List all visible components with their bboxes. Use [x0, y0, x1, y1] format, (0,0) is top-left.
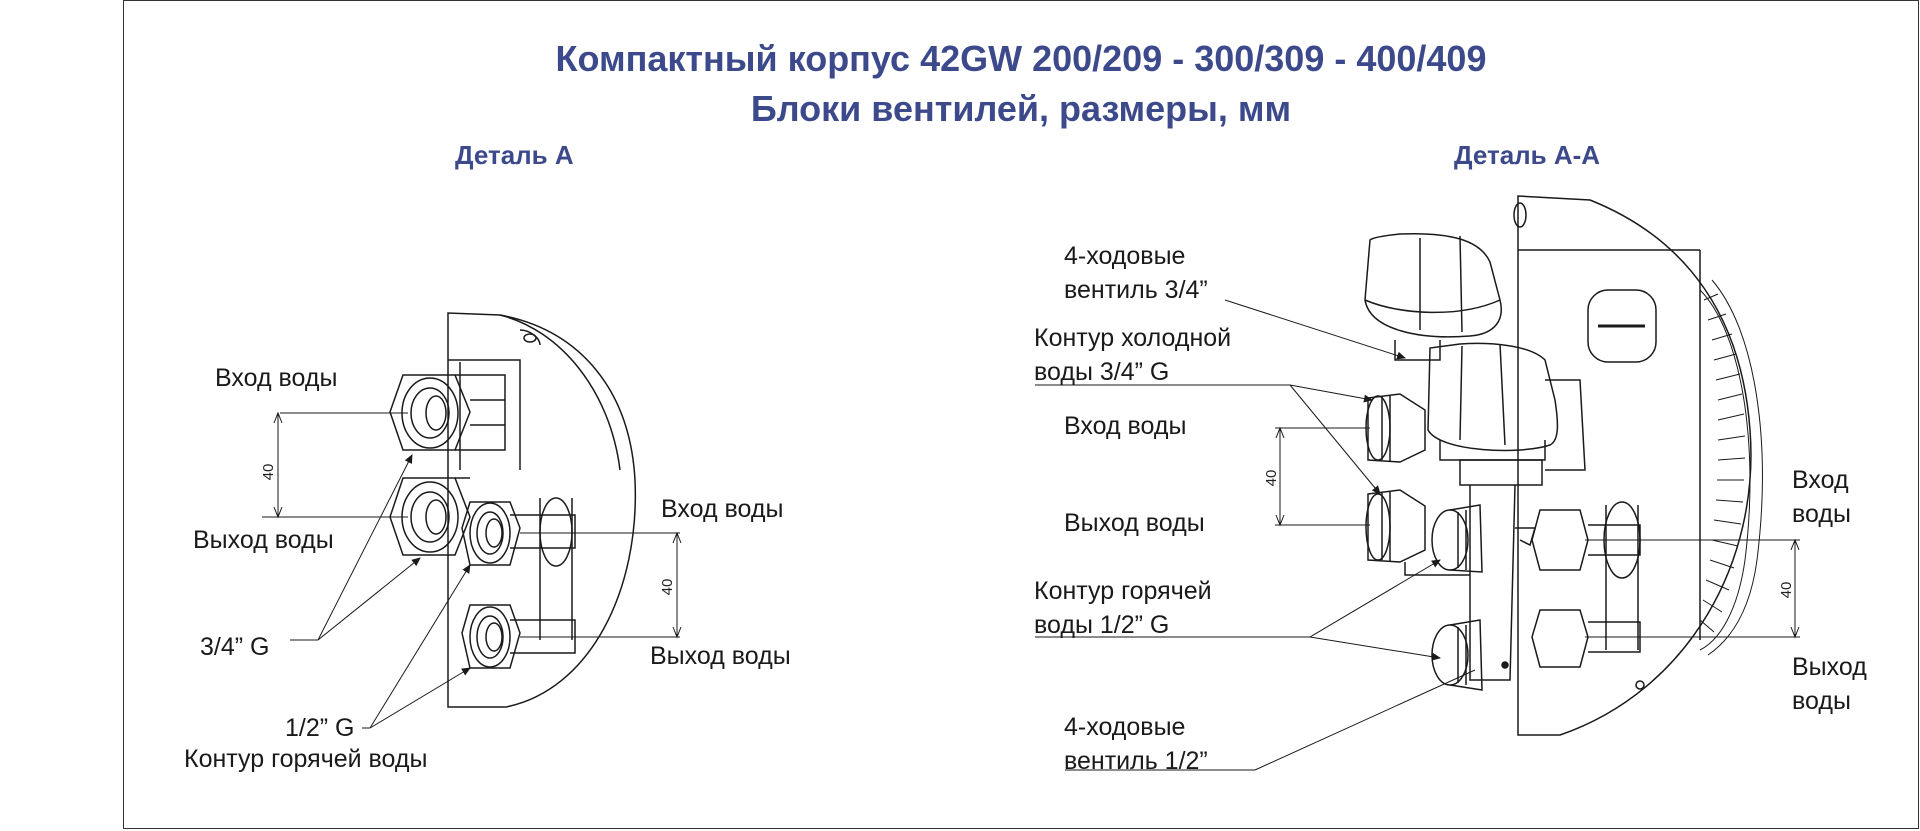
detail-a-thread-34: 3/4” G	[200, 633, 270, 661]
detail-aa-valve-12-line1: 4-ходовые	[1064, 713, 1186, 741]
detail-aa-water-out-right-line2: воды	[1792, 687, 1851, 715]
detail-a-dim-40-lower: 40	[659, 579, 676, 596]
page-subtitle: Блоки вентилей, размеры, мм	[750, 88, 1292, 129]
detail-aa-valve-34: 4-ходовые вентиль 3/4”	[1064, 241, 1208, 305]
detail-a-thread-12: 1/2” G	[285, 714, 355, 742]
detail-aa-leaders	[1035, 299, 1476, 771]
detail-a-dimension-left	[262, 411, 408, 519]
detail-aa-fitting-cold-out	[1365, 489, 1470, 576]
detail-aa-valve-34-line1: 4-ходовые	[1064, 242, 1186, 270]
detail-a-water-out-right: Выход воды	[650, 642, 791, 670]
detail-a-dim-40-upper: 40	[260, 464, 277, 481]
detail-aa-water-in-right: Вход воды	[1792, 465, 1851, 529]
detail-aa-water-in-right-line1: Вход	[1792, 466, 1849, 494]
detail-a-hot-circuit: Контур горячей воды	[184, 745, 428, 773]
detail-aa-cold-circuit-line2: воды 3/4” G	[1034, 358, 1170, 386]
detail-aa-water-in-left: Вход воды	[1064, 412, 1187, 440]
detail-a-nut-hot-upper	[461, 497, 576, 640]
detail-aa-valve-12: 4-ходовые вентиль 1/2”	[1064, 712, 1208, 776]
detail-a-water-in-left: Вход воды	[215, 364, 338, 392]
detail-a-dimension-right	[520, 531, 682, 639]
detail-aa-cold-circuit-line1: Контур холодной	[1034, 324, 1232, 352]
detail-aa-valve-34-line2: вентиль 3/4”	[1064, 276, 1208, 304]
drawing-frame	[123, 0, 1919, 829]
detail-a-leaders	[290, 454, 471, 729]
detail-a-heading: Деталь А	[455, 140, 574, 170]
detail-aa-water-out-right: Выход воды	[1792, 652, 1867, 716]
detail-aa-hot-circuit-line1: Контур горячей	[1034, 577, 1212, 605]
detail-aa-cold-circuit: Контур холодной воды 3/4” G	[1034, 323, 1231, 387]
detail-aa-hot-circuit-line2: воды 1/2” G	[1034, 611, 1170, 639]
detail-a-water-in-right: Вход воды	[661, 495, 784, 523]
detail-a-water-out-left: Выход воды	[193, 526, 334, 554]
detail-aa-water-in-right-line2: воды	[1792, 500, 1851, 528]
detail-aa-housing	[1513, 195, 1752, 736]
detail-aa-valve-cap-lower	[1427, 342, 1586, 681]
detail-aa-dimension-left	[1275, 426, 1370, 527]
detail-aa-fitting-cold-in	[1365, 393, 1426, 463]
detail-a-housing	[447, 312, 637, 708]
detail-aa-valve-12-line2: вентиль 1/2”	[1064, 747, 1208, 775]
detail-aa-hose	[1699, 279, 1763, 656]
detail-aa-nut-right-upper	[1515, 501, 1641, 650]
page-title: Компактный корпус 42GW 200/209 - 300/309…	[555, 38, 1487, 79]
detail-aa-hot-circuit: Контур горячей воды 1/2” G	[1034, 576, 1212, 640]
detail-aa-water-out-right-line1: Выход	[1792, 653, 1867, 681]
detail-aa-fitting-hot-in	[1431, 504, 1483, 573]
detail-aa-dimension-right	[1585, 538, 1800, 639]
detail-aa-water-out-left: Выход воды	[1064, 509, 1205, 537]
detail-aa-nut-right-lower	[1531, 609, 1641, 668]
detail-aa-dim-40-left: 40	[1263, 470, 1280, 487]
detail-aa-heading: Деталь А-А	[1454, 140, 1601, 170]
detail-aa-dim-40-right: 40	[1778, 582, 1795, 599]
detail-aa-valve-cap-upper	[1364, 232, 1502, 361]
